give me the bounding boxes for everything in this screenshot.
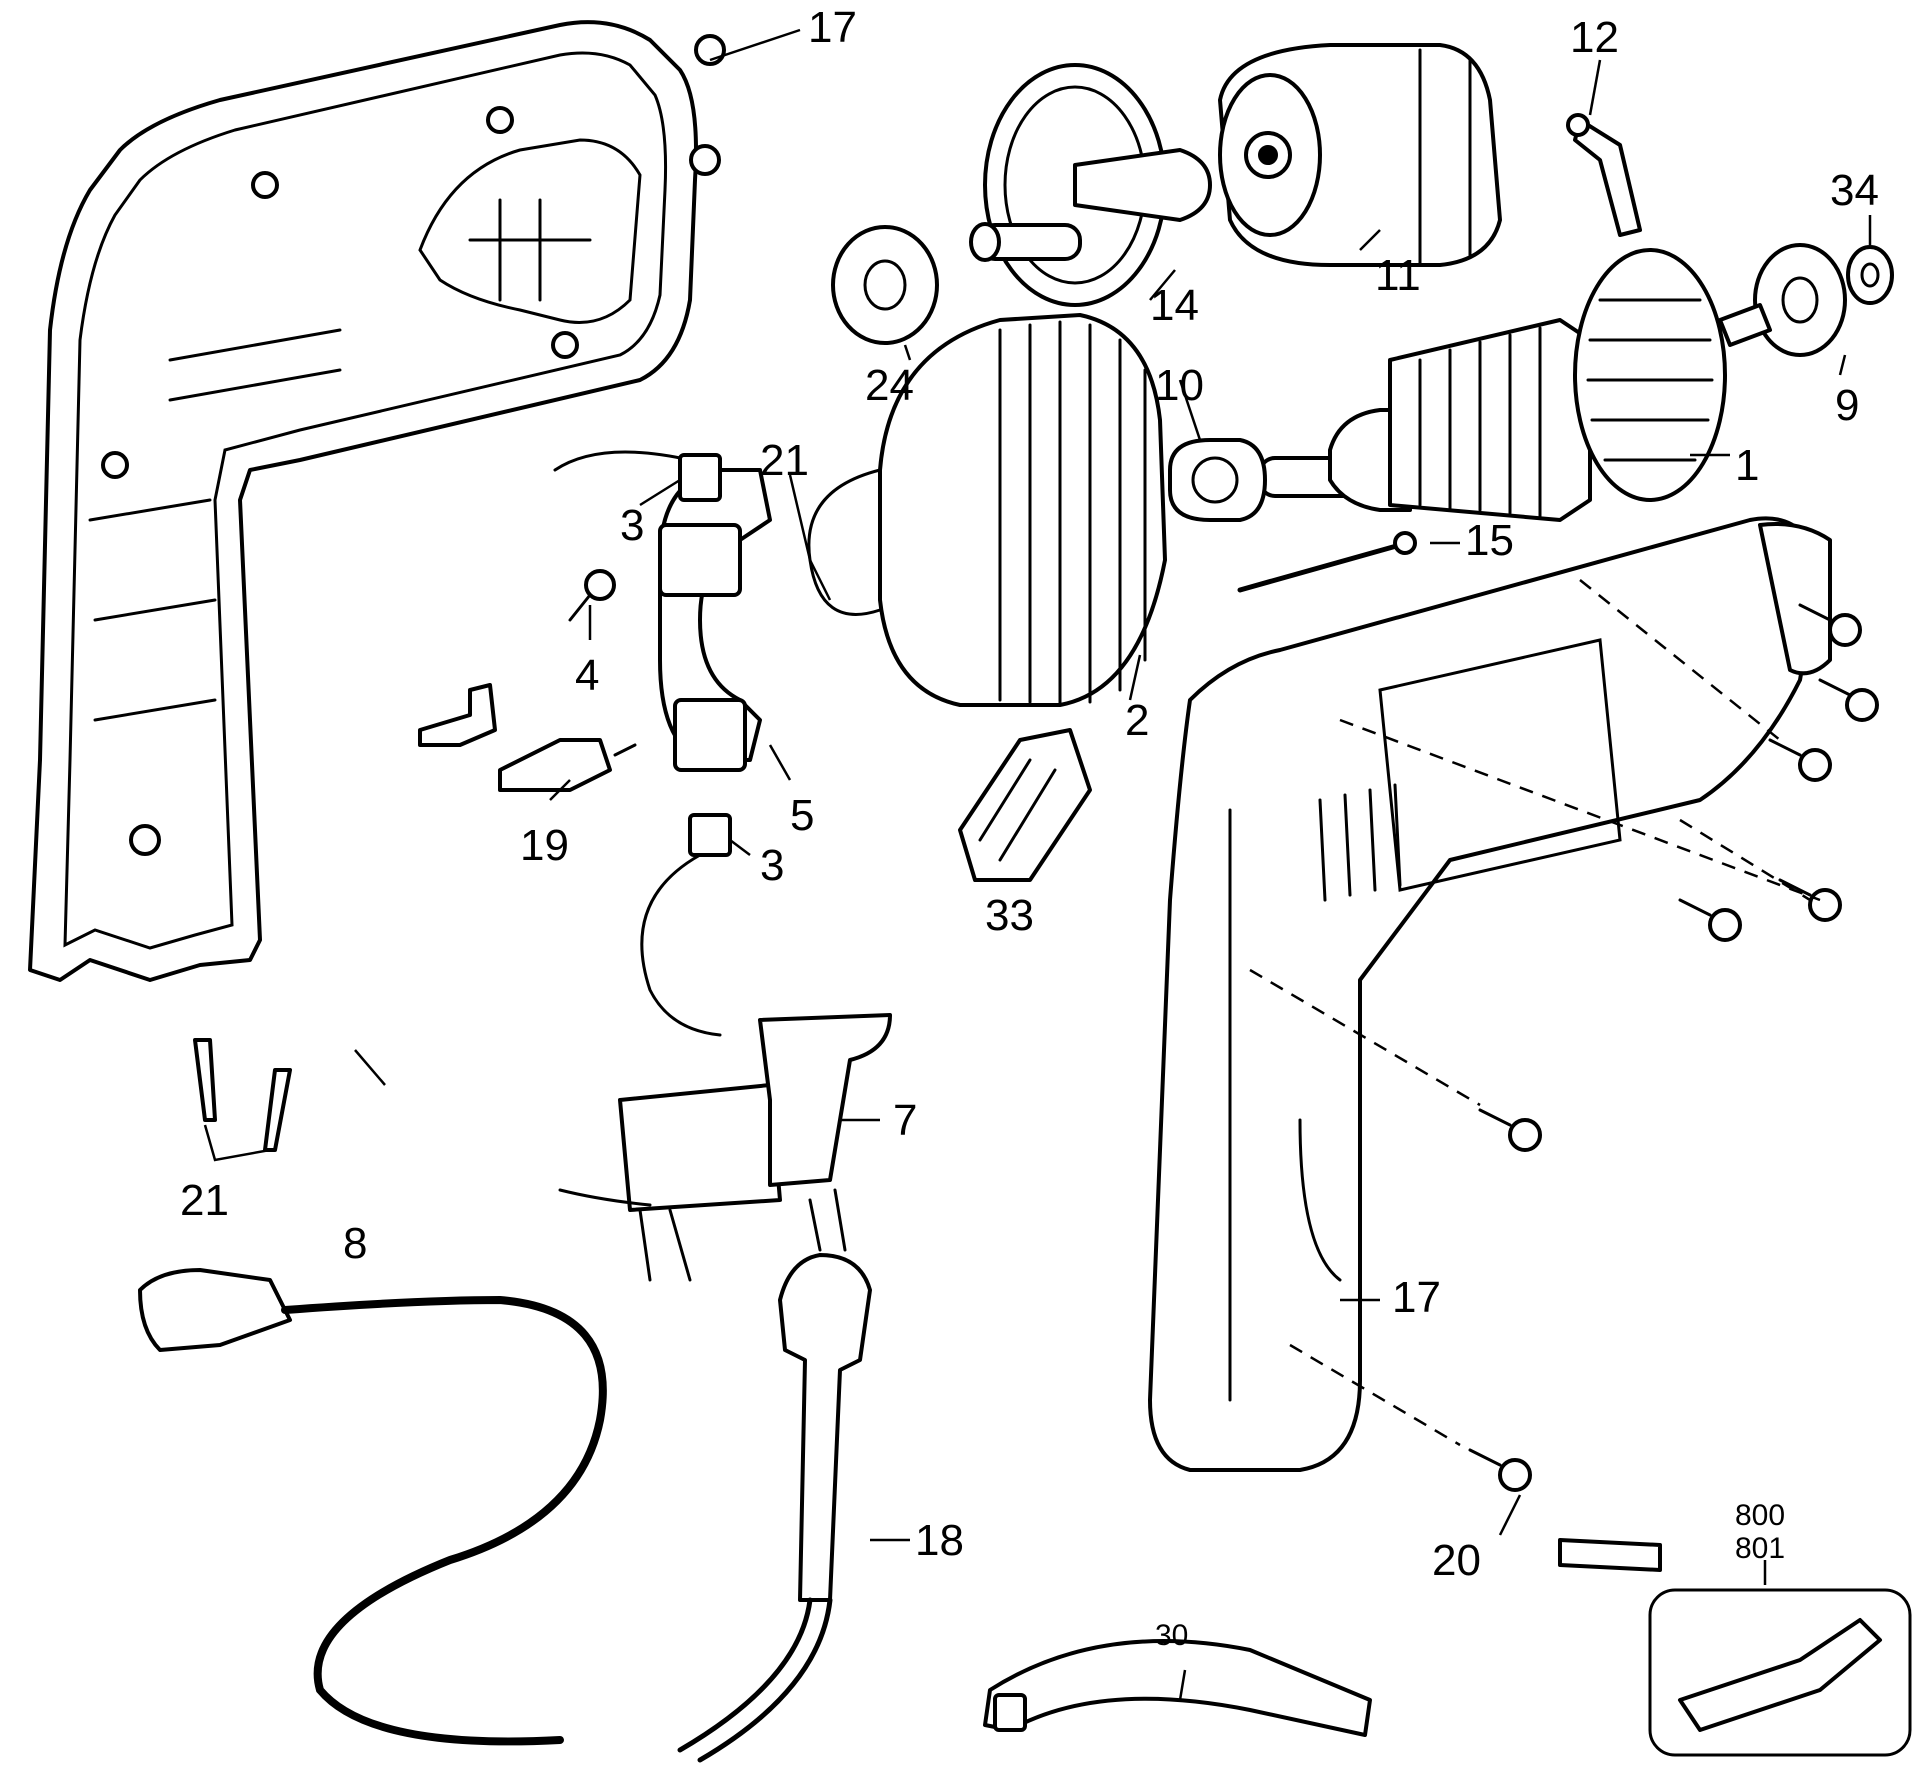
housing-boss — [689, 144, 721, 176]
armature — [1258, 248, 1772, 522]
callout-1: 1 — [1735, 441, 1759, 490]
callout-20: 20 — [1432, 1536, 1481, 1585]
callout-21-bottom: 21 — [180, 1176, 229, 1225]
callout-10: 10 — [1155, 361, 1204, 410]
callout-2: 2 — [1125, 696, 1149, 745]
left-housing-half — [28, 20, 726, 982]
brush-top — [553, 450, 722, 502]
terminal-clip-19 — [498, 738, 637, 792]
callout-7: 7 — [893, 1096, 917, 1145]
terminals-21 — [193, 1038, 292, 1162]
gear-spindle — [969, 63, 1212, 307]
right-housing-half — [1148, 516, 1832, 1572]
callout-19: 19 — [520, 821, 569, 870]
callout-12: 12 — [1570, 13, 1619, 62]
housing-boss — [101, 451, 129, 479]
brush-spring — [568, 569, 616, 622]
trigger-switch — [558, 1013, 892, 1282]
callout-33: 33 — [985, 891, 1034, 940]
chuck-key — [1566, 113, 1642, 237]
callout-labels: 17 12 34 14 11 24 9 10 1 21 3 15 4 2 5 1… — [180, 3, 1879, 1652]
callout-800: 800 — [1735, 1499, 1785, 1532]
housing-boss — [486, 106, 514, 134]
cap-33 — [958, 728, 1092, 882]
screws-20 — [1468, 603, 1879, 1492]
callout-5: 5 — [790, 791, 814, 840]
field-stator — [807, 313, 1167, 707]
callout-3-mid: 3 — [760, 841, 784, 890]
cord-protector — [677, 1188, 872, 1763]
callout-9: 9 — [1835, 381, 1859, 430]
screw-15 — [1237, 531, 1417, 593]
callout-801: 801 — [1735, 1532, 1785, 1565]
callout-11: 11 — [1375, 251, 1421, 300]
callout-30: 30 — [1155, 1619, 1188, 1652]
terminal-clip — [418, 683, 497, 747]
callout-17-right: 17 — [1392, 1273, 1441, 1322]
bearing-9 — [1753, 243, 1847, 357]
assembly-lines — [1249, 579, 1821, 1447]
kit-box — [1648, 1560, 1912, 1757]
callout-15: 15 — [1465, 516, 1514, 565]
callout-17-top: 17 — [808, 3, 857, 52]
chuck — [1218, 43, 1502, 267]
washer — [1846, 245, 1894, 305]
brush-mid — [640, 813, 732, 1037]
fan-baffle — [1168, 438, 1267, 522]
callout-34: 34 — [1830, 166, 1879, 215]
power-cord — [138, 1268, 607, 1746]
callout-8: 8 — [343, 1219, 367, 1268]
callout-4: 4 — [575, 651, 599, 700]
strap-30 — [983, 1639, 1372, 1737]
housing-boss — [251, 171, 279, 199]
leader-lines — [354, 28, 1872, 1701]
callout-14: 14 — [1150, 281, 1199, 330]
callout-18: 18 — [915, 1516, 964, 1565]
housing-boss — [129, 824, 161, 856]
brush-holder — [658, 468, 772, 772]
callout-24: 24 — [865, 361, 914, 410]
housing-boss — [551, 331, 579, 359]
callout-3-top: 3 — [620, 501, 644, 550]
bearing-24 — [831, 225, 939, 345]
callout-21-top: 21 — [760, 436, 809, 485]
